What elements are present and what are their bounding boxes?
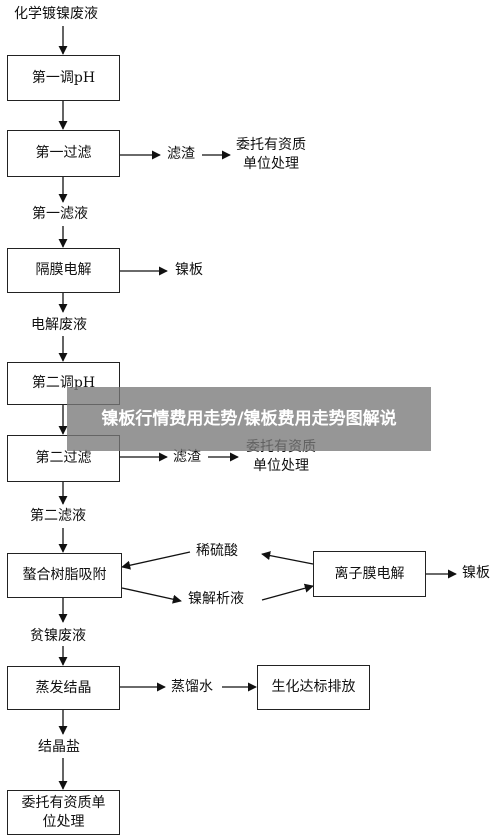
label-nickel-eluate: 镍解析液 xyxy=(188,591,244,607)
label-filtrate2: 第二滤液 xyxy=(30,508,86,524)
label-dilute-sulfuric-acid: 稀硫酸 xyxy=(196,543,238,559)
box-step7-ion-membrane-electrolysis: 离子膜电解 xyxy=(313,551,426,597)
label-waste1: 电解废液 xyxy=(31,317,87,333)
label-residue1: 滤渣 xyxy=(167,146,195,162)
label-lean-nickel-waste: 贫镍废液 xyxy=(30,628,86,644)
arrow-eluate-to-step7 xyxy=(261,583,314,601)
arrow-acid-to-step6 xyxy=(121,551,191,570)
label-filtrate1: 第一滤液 xyxy=(32,206,88,222)
label-nickel-plate2: 镍板 xyxy=(462,565,490,581)
start-label: 化学镀镍废液 xyxy=(14,6,98,22)
box-step3-diaphragm-electrolysis: 隔膜电解 xyxy=(7,248,120,293)
box-step1-ph-adjust: 第一调pH xyxy=(7,55,120,101)
box-step2-filtration: 第一过滤 xyxy=(7,130,120,177)
label-residue2: 滤渣 xyxy=(173,449,201,465)
label-distilled-water: 蒸馏水 xyxy=(171,679,213,695)
box-step6-chelating-resin: 螯合树脂吸附 xyxy=(7,553,122,598)
box-step9-discharge: 生化达标排放 xyxy=(257,665,370,710)
label-nickel-plate1: 镍板 xyxy=(175,262,203,278)
arrow-step6-to-eluate xyxy=(121,587,182,604)
box-step4-ph-adjust: 第二调pH xyxy=(7,362,120,405)
box-step8-evaporation: 蒸发结晶 xyxy=(7,666,120,710)
label-crystal-salt: 结晶盐 xyxy=(38,739,80,755)
label-disposal1: 委托有资质 单位处理 xyxy=(236,137,306,172)
box-final-disposal: 委托有资质单 位处理 xyxy=(7,790,120,835)
arrow-step7-to-acid xyxy=(261,551,314,565)
title-overlay-banner: 镍板行情费用走势/镍板费用走势图解说 xyxy=(67,387,431,451)
